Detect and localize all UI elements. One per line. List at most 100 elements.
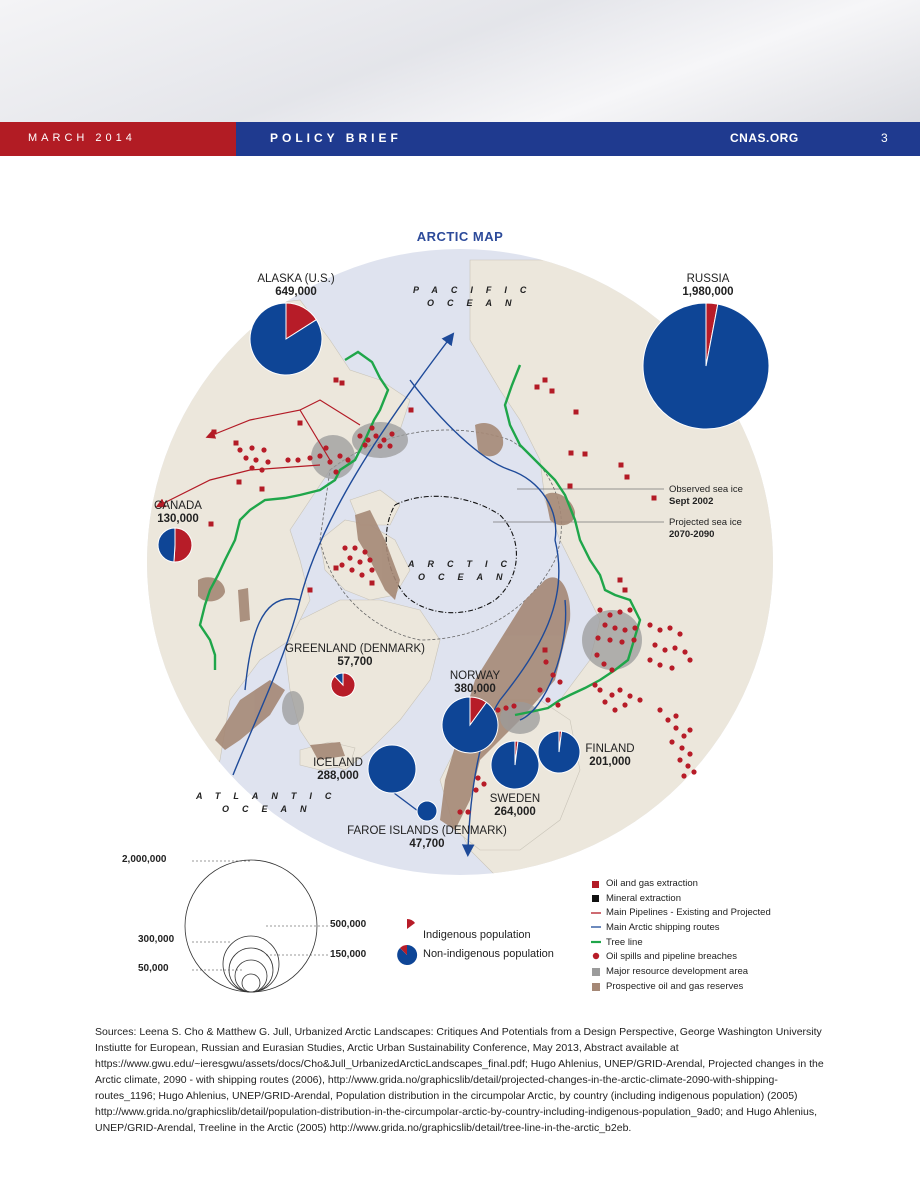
pie-non-indigenous: [249, 302, 323, 376]
oil-spill-site: [557, 679, 563, 685]
size-legend-circle: [184, 859, 318, 993]
oil-spill-site: [665, 717, 671, 723]
oil-gas-site: [333, 377, 339, 383]
oil-spill-site: [377, 443, 383, 449]
oil-spill-site: [317, 453, 323, 459]
indigenous-legend-label: Indigenous population: [423, 929, 531, 941]
page-number: 3: [881, 131, 888, 145]
oil-spill-site: [657, 662, 663, 668]
ocean-label: OCEAN: [418, 572, 516, 582]
population-pie: [490, 740, 540, 790]
map-title: ARCTIC MAP: [416, 229, 504, 244]
oil-spill-site: [691, 769, 697, 775]
tree-line-north-america: [198, 350, 390, 670]
pipelines: [155, 399, 361, 508]
oil-spill-site: [543, 659, 549, 665]
oil-gas-site: [233, 440, 239, 446]
oil-gas-site: [573, 409, 579, 415]
oil-spill-legend-icon: [592, 952, 600, 960]
size-legend-label: 2,000,000: [122, 854, 167, 865]
legend-item: Mineral extraction: [606, 892, 681, 904]
oil-spill-site: [327, 459, 333, 465]
non-indigenous-legend-label: Non-indigenous population: [423, 948, 554, 960]
oil-spill-site: [669, 739, 675, 745]
oil-spill-site: [607, 612, 613, 618]
reserve-area: [310, 742, 345, 760]
oil-spill-site: [657, 627, 663, 633]
legend-item: Tree line: [606, 936, 643, 948]
reserve-area: [215, 680, 285, 750]
population-legend-symbols: [397, 919, 418, 965]
pie-non-indigenous: [441, 696, 499, 754]
oil-gas-site: [408, 407, 414, 413]
oil-spill-site: [339, 562, 345, 568]
oil-spill-site: [352, 545, 358, 551]
oil-spill-site: [369, 425, 375, 431]
population-pie: [249, 302, 323, 376]
oil-spill-site: [369, 567, 375, 573]
population-pie: [157, 527, 193, 563]
legend-symbols: [591, 881, 601, 991]
header-title: POLICY BRIEF: [270, 131, 402, 145]
shipping-route: [461, 539, 560, 857]
oil-spill-site: [285, 457, 291, 463]
oil-spill-sites: [237, 425, 697, 815]
oil-spill-site: [672, 645, 678, 651]
oil-spill-site: [595, 635, 601, 641]
legend-item: Major resource development area: [606, 966, 749, 978]
ocean-label: OCEAN: [222, 804, 320, 814]
legend-item: Main Pipelines - Existing and Projected: [606, 907, 771, 919]
oil-gas-site: [297, 420, 303, 426]
shipping-routes: [232, 332, 567, 857]
header-red-band: [0, 122, 236, 156]
oil-spill-site: [673, 713, 679, 719]
oil-spill-site: [545, 697, 551, 703]
reserves-legend-icon: [592, 983, 600, 991]
ocean-label: PACIFIC: [413, 285, 540, 295]
oil-gas-site: [617, 577, 623, 583]
oil-spill-site: [597, 607, 603, 613]
oil-spill-site: [261, 447, 267, 453]
oil-spill-site: [373, 433, 379, 439]
resource-area-legend-icon: [592, 968, 600, 976]
oil-spill-site: [627, 693, 633, 699]
oil-spill-site: [537, 687, 543, 693]
pie-non-indigenous: [334, 672, 344, 687]
oil-spill-site: [362, 442, 368, 448]
oil-spill-site: [362, 549, 368, 555]
oil-spill-site: [481, 781, 487, 787]
oil-spill-site: [631, 637, 637, 643]
oil-spill-site: [617, 609, 623, 615]
oil-gas-site: [618, 462, 624, 468]
oil-spill-site: [323, 445, 329, 451]
oil-spill-site: [337, 453, 343, 459]
population-pies: [157, 302, 770, 822]
oil-spill-site: [349, 567, 355, 573]
header-bar: MARCH 2014 POLICY BRIEF CNAS.ORG 3: [0, 122, 920, 156]
size-legend-circles: [184, 859, 328, 993]
pipeline: [299, 399, 361, 426]
ocean-label: ARCTIC: [408, 559, 520, 569]
reserve-area: [475, 422, 504, 457]
pie-non-indigenous: [642, 302, 770, 430]
population-pie: [367, 744, 417, 794]
oil-gas-site: [236, 479, 242, 485]
oil-spill-site: [681, 733, 687, 739]
oil-spill-site: [622, 627, 628, 633]
reserve-area: [238, 588, 250, 622]
oil-gas-site: [333, 565, 339, 571]
pie-non-indigenous: [537, 730, 581, 774]
oil-spill-site: [673, 725, 679, 731]
oil-spill-site: [619, 639, 625, 645]
resource-area: [352, 422, 408, 458]
legend-item: Main Arctic shipping routes: [606, 922, 720, 934]
oil-spill-site: [347, 555, 353, 561]
oil-spill-site: [627, 607, 633, 613]
size-legend-circle: [228, 947, 274, 993]
oil-spill-site: [609, 667, 615, 673]
oil-spill-site: [602, 622, 608, 628]
population-pie: [537, 730, 581, 774]
oil-gas-site: [622, 587, 628, 593]
